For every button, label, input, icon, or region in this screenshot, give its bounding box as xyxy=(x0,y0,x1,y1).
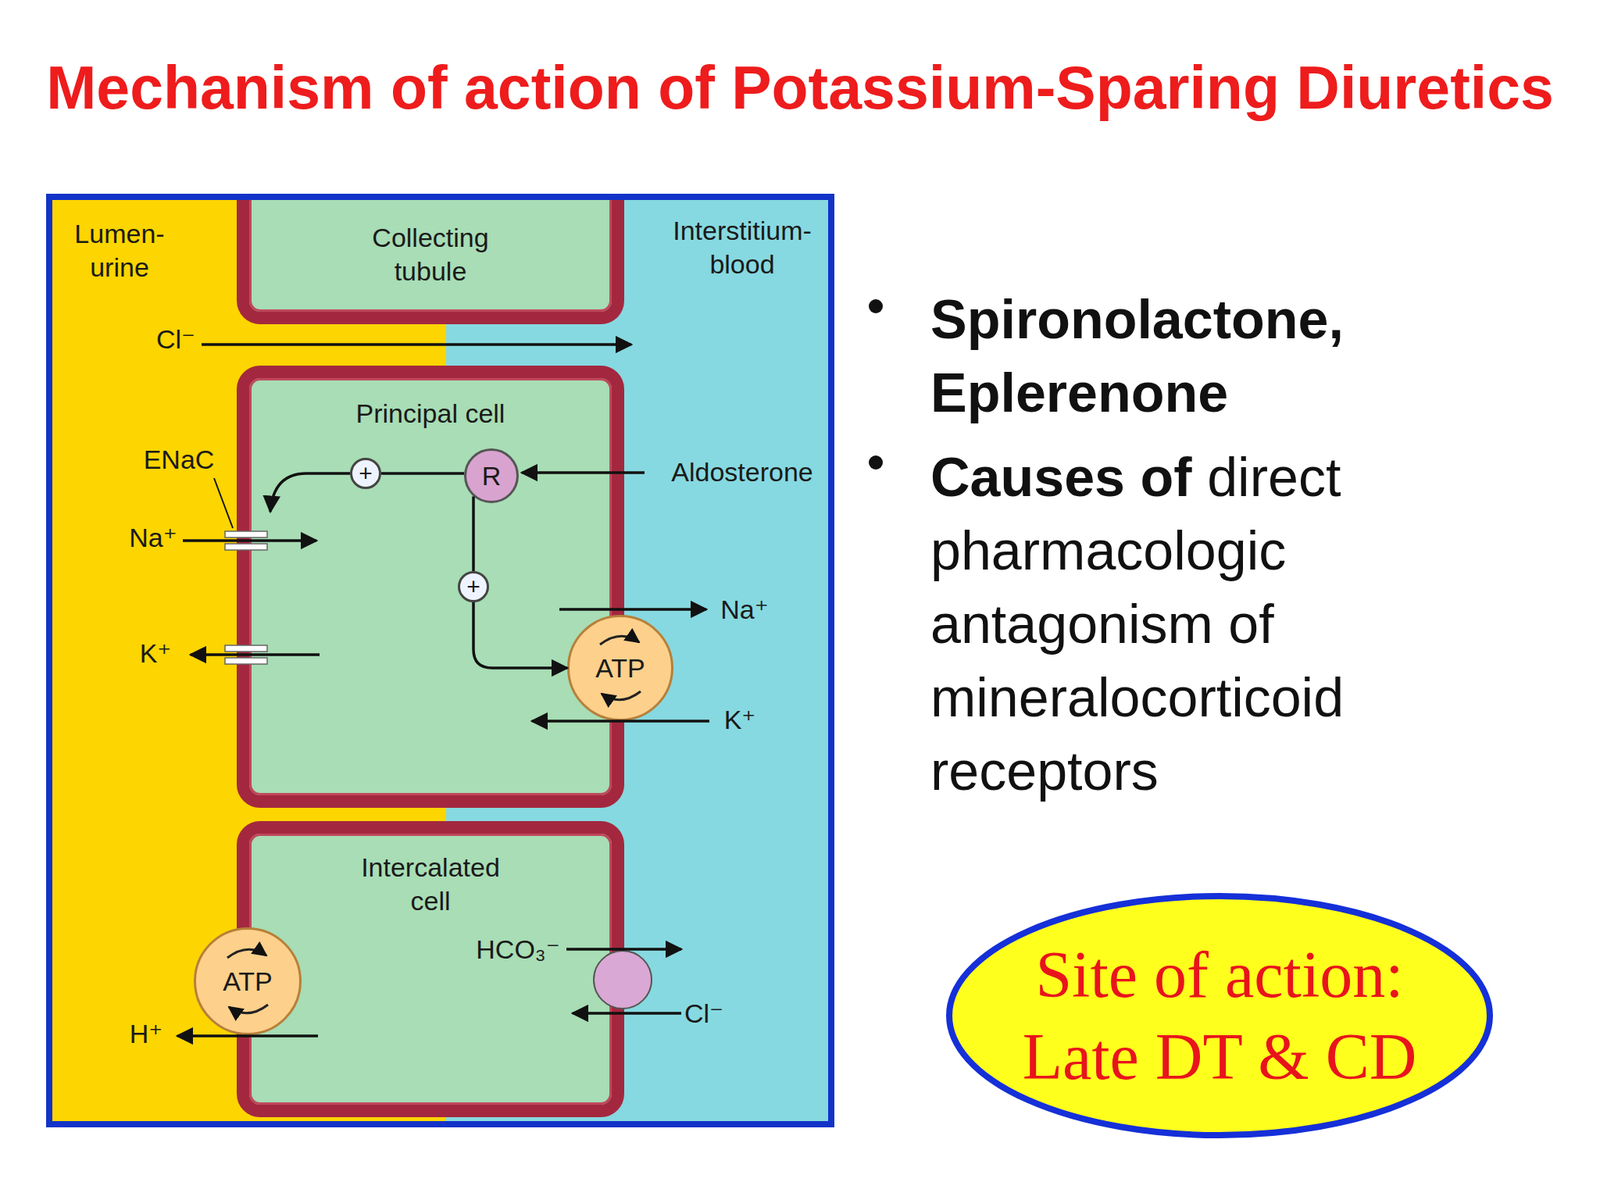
circle-label: R xyxy=(482,462,502,490)
receptor-circle: R xyxy=(464,448,519,504)
proton-arrow xyxy=(177,1034,318,1038)
ion-label: K⁺ xyxy=(724,703,757,736)
atpase-pump: ATP xyxy=(567,614,674,722)
potassium-channel xyxy=(225,645,268,652)
aldosterone-arrow xyxy=(521,471,645,475)
bullet-dot xyxy=(868,299,883,314)
slide-title: Mechanism of action of Potassium-Sparing… xyxy=(0,51,1600,124)
potassium-arrow xyxy=(190,653,320,657)
rotation-arrow xyxy=(228,1004,268,1014)
site-ellipse: Site of action: Late DT & CD xyxy=(946,892,1493,1139)
circle-shape xyxy=(195,928,301,1035)
region-label: Interstitium- blood xyxy=(644,214,840,281)
ion-label: ENaC xyxy=(143,443,215,476)
intercalated-cell: Intercalated cellATP xyxy=(236,821,625,1118)
ellipse-shape xyxy=(949,896,1490,1136)
principal-cell: Principal cell+R+ATP xyxy=(236,365,625,808)
bullet-item: Causes ofdirect pharmacologic antagonism… xyxy=(930,440,1447,808)
circle-shape xyxy=(351,459,381,489)
ion-label: Na⁺ xyxy=(128,521,177,554)
circle-shape xyxy=(459,572,489,602)
cell-label: Principal cell xyxy=(344,396,517,431)
cell-label: Intercalated cell xyxy=(344,850,517,918)
enac-channel xyxy=(225,543,268,550)
bullet-text: Spironolactone, Eplerenone xyxy=(930,289,1344,424)
ion-label: Cl⁻ xyxy=(156,323,196,356)
proton-pump: ATP xyxy=(193,927,302,1036)
signal-connector xyxy=(381,471,465,475)
circle-label: + xyxy=(466,575,481,599)
bicarbonate-arrow xyxy=(566,947,682,951)
site-label: Site of action: Late DT & CD xyxy=(977,933,1462,1098)
bullet-text: Causes of xyxy=(930,446,1193,508)
anion-exchanger xyxy=(593,950,652,1009)
sodium-arrow xyxy=(182,539,317,543)
ion-label: K⁺ xyxy=(139,637,172,670)
circle-label: ATP xyxy=(595,654,646,682)
enac-leader xyxy=(214,478,233,529)
ion-label: HCO₃⁻ xyxy=(475,933,560,966)
bullet-dot xyxy=(868,455,883,470)
tubule-cell: Collecting tubule xyxy=(236,195,625,325)
circle-label: ATP xyxy=(222,967,273,995)
plus-sign: + xyxy=(350,457,382,490)
sodium-out-arrow xyxy=(559,607,707,611)
rotation-arrow xyxy=(600,635,640,645)
ellipse-outline xyxy=(946,892,1493,1139)
ion-label: Na⁺ xyxy=(720,593,768,626)
potassium-channel xyxy=(225,657,268,665)
rotation-arrow xyxy=(601,691,641,700)
circle-shape xyxy=(465,450,518,503)
chloride-in-arrow xyxy=(572,1011,682,1015)
ion-label: Cl⁻ xyxy=(684,997,724,1030)
ion-label: H⁺ xyxy=(129,1017,164,1050)
chloride-arrow xyxy=(201,342,632,347)
potassium-in-arrow xyxy=(532,719,710,723)
enac-channel xyxy=(225,531,268,538)
bullet-item: Spironolactone, Eplerenone xyxy=(930,282,1447,430)
ion-label: Aldosterone xyxy=(671,456,813,489)
enac-activation-arrow xyxy=(270,473,350,512)
signal-connector xyxy=(473,602,568,668)
circle-label: + xyxy=(358,461,373,486)
circle-shape xyxy=(568,616,673,721)
plus-sign: + xyxy=(457,571,490,603)
signal-connector xyxy=(471,496,475,572)
region-label: Lumen- urine xyxy=(60,217,179,284)
cell-label: Collecting tubule xyxy=(344,221,517,288)
rotation-arrow xyxy=(227,949,267,958)
